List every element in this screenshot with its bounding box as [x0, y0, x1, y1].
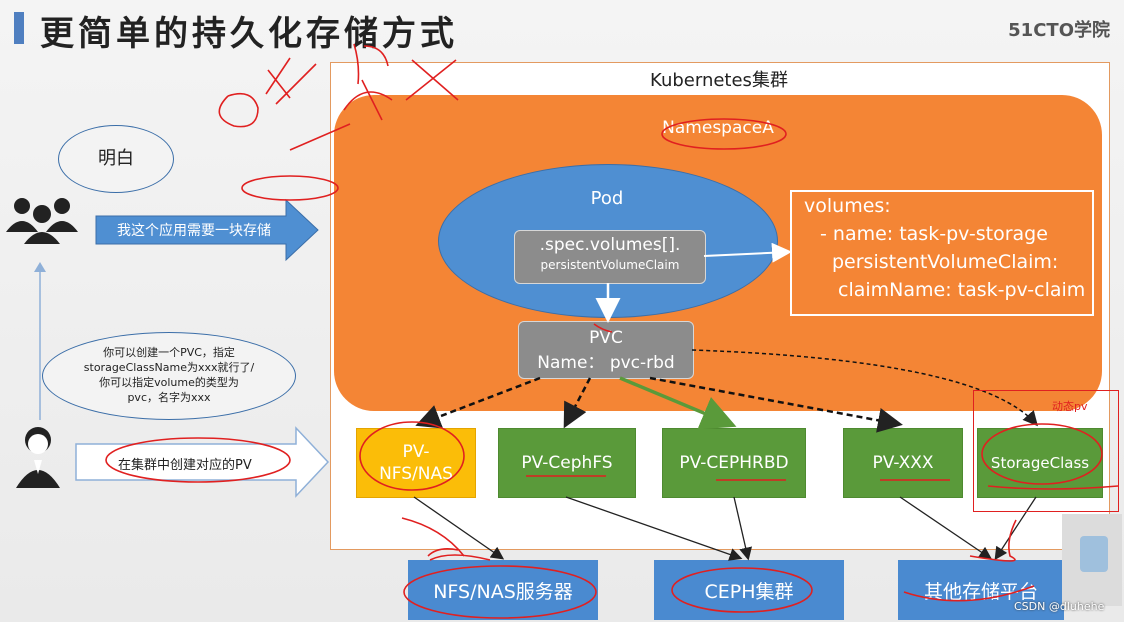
dynamic-pv-label: 动态pv [1052, 400, 1088, 413]
pv-nfs-box: PV- NFS/NAS [356, 428, 476, 498]
cephfs-to-ceph-line [565, 496, 743, 561]
storage-ceph-label: CEPH集群 [704, 580, 794, 603]
namespace-label: NamespaceA [662, 118, 774, 138]
red-ink-annotations [105, 43, 1119, 619]
presenter-figure [1080, 536, 1108, 572]
nfs-to-storage-line [413, 496, 505, 560]
pv-nfs-line-1: PV- [402, 442, 430, 462]
pv-xxx-box: PV-XXX [843, 428, 963, 498]
request-arrow [95, 198, 319, 262]
note-line: pvc，名字为xxx [127, 391, 211, 404]
pv-cephfs-label: PV-CephFS [521, 453, 613, 473]
pv-xxx-label: PV-XXX [872, 453, 934, 473]
pvc-to-cephrbd-arrow [619, 376, 737, 430]
pv-nfs-line-2: NFS/NAS [379, 464, 453, 484]
storage-other-box: 其他存储平台 [898, 560, 1064, 620]
note-line: 你可以创建一个PVC，指定 [103, 346, 235, 359]
spec-line-1: .spec.volumes[]. [539, 235, 681, 255]
title-accent-bar [14, 12, 24, 44]
spec-line-2: persistentVolumeClaim [540, 258, 680, 272]
cephrbd-to-ceph-line [733, 496, 753, 561]
admin-arrow-label: 在集群中创建对应的PV [118, 458, 252, 473]
speech-bubble-instructions: 你可以创建一个PVC，指定 storageClassName为xxx就行了/ 你… [42, 332, 296, 420]
yaml-line: persistentVolumeClaim: [832, 251, 1059, 273]
pvc-box: PVC Name： pvc-rbd [518, 321, 694, 379]
note-line: 你可以指定volume的类型为 [99, 376, 239, 389]
page-title: 更简单的持久化存储方式 [40, 14, 458, 54]
pv-cephrbd-label: PV-CEPHRBD [679, 453, 789, 473]
pvc-to-xxx-arrow [649, 376, 903, 433]
pvc-title: PVC [589, 328, 623, 348]
storage-nfs-label: NFS/NAS服务器 [433, 580, 573, 603]
request-arrow-label: 我这个应用需要一块存储 [117, 223, 271, 239]
note-line: storageClassName为xxx就行了/ [83, 361, 255, 374]
storage-other-label: 其他存储平台 [923, 580, 1038, 603]
xxx-to-other-line [899, 496, 993, 560]
group-users-icon [6, 198, 78, 244]
yaml-line: claimName: task-pv-claim [838, 279, 1086, 301]
pvc-to-storageclass-arrow [691, 349, 1038, 427]
admin-to-users-head [34, 262, 46, 272]
cluster-label: Kubernetes集群 [650, 70, 788, 91]
pvc-name: Name： pvc-rbd [537, 353, 675, 373]
pod-label: Pod [590, 188, 624, 209]
yaml-line: volumes: [804, 195, 891, 217]
brand-logo: 51CTO学院 [1008, 20, 1110, 41]
pvc-to-nfs-arrow [415, 376, 541, 429]
admin-user-icon [16, 427, 60, 488]
storageclass-to-other-line [994, 496, 1037, 561]
speech-bubble-understood: 明白 [58, 125, 174, 193]
spec-to-volumes-arrow [703, 242, 792, 263]
pv-cephfs-box: PV-CephFS [498, 428, 636, 498]
pvc-to-cephfs-arrow [563, 377, 592, 429]
dynamic-pv-highlight-box [973, 390, 1119, 512]
spec-volumes-box: .spec.volumes[]. persistentVolumeClaim [514, 230, 706, 284]
csdn-watermark: CSDN @dluhehe [1014, 600, 1105, 613]
pv-cephrbd-box: PV-CEPHRBD [662, 428, 806, 498]
storageclass-label: StorageClass [990, 454, 1090, 472]
yaml-line: - name: task-pv-storage [820, 223, 1048, 245]
